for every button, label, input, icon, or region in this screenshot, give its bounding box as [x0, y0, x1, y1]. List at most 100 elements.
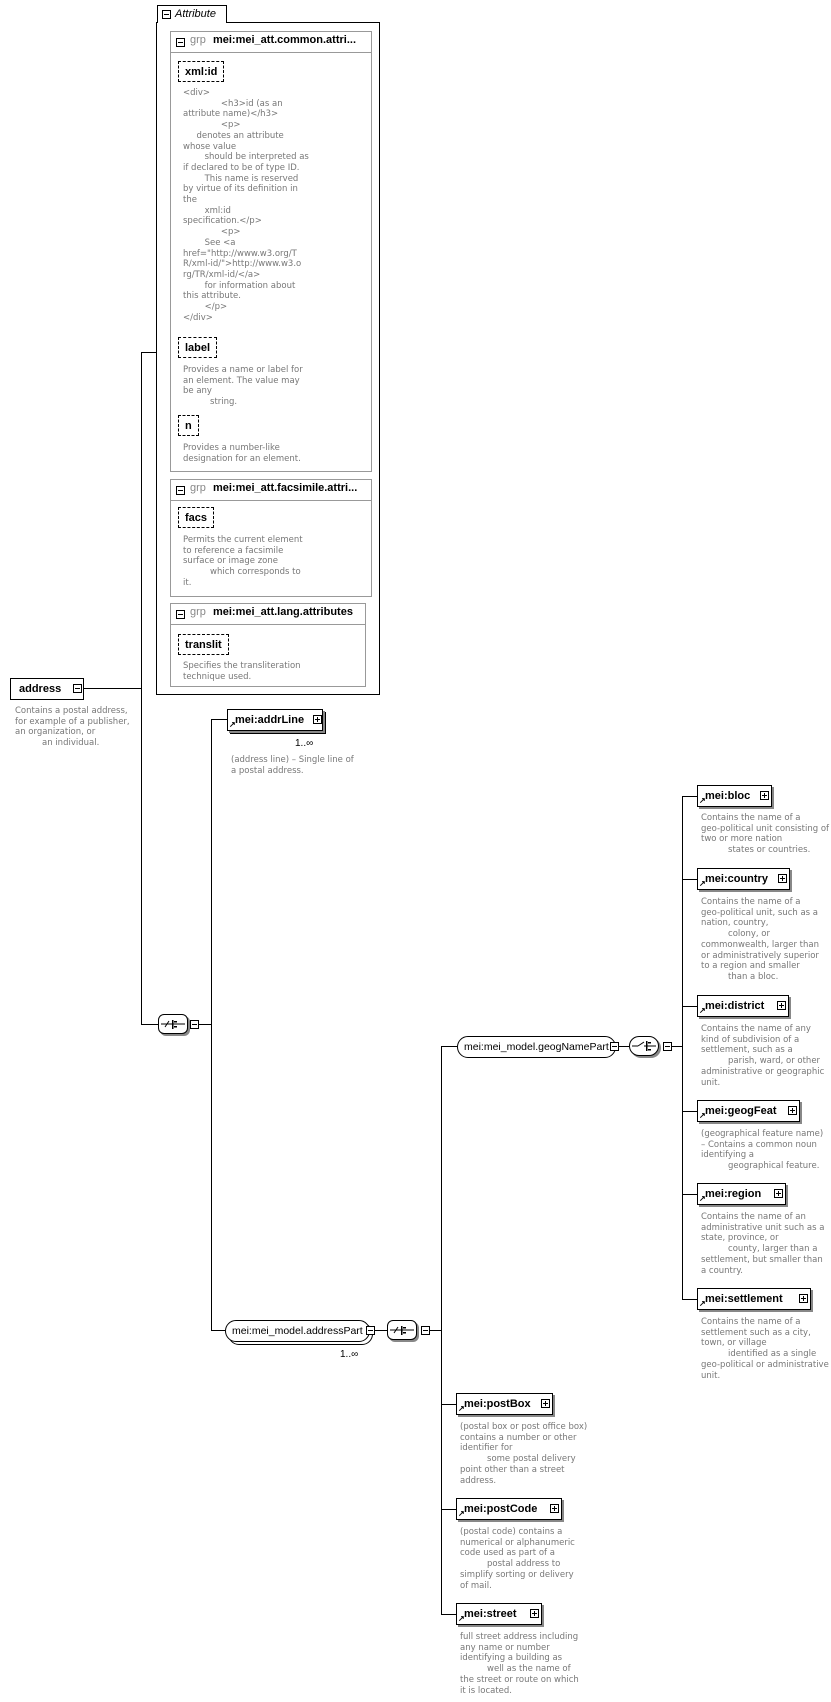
element-district[interactable]: ↗ mei:district — [697, 995, 789, 1017]
attribute-description: <div> <h3>id (as an attribute name)</h3>… — [183, 88, 309, 323]
connector-line — [141, 352, 142, 1025]
element-settlement[interactable]: ↗ mei:settlement — [697, 1288, 811, 1310]
collapse-icon[interactable] — [366, 1326, 375, 1335]
expand-icon[interactable] — [541, 1399, 550, 1408]
reference-icon: ↗ — [699, 1299, 706, 1308]
connector-line — [199, 1024, 211, 1025]
collapse-icon[interactable] — [176, 610, 185, 619]
collapse-icon[interactable] — [663, 1042, 672, 1051]
connector-line — [211, 1330, 225, 1331]
element-name: mei:addrLine — [235, 714, 305, 726]
group-keyword: grp — [190, 34, 206, 46]
reference-icon: ↗ — [458, 1404, 465, 1413]
connector-line — [682, 1299, 697, 1300]
element-description: (postal box or post office box) contains… — [460, 1422, 588, 1486]
element-description: Contains a postal address, for example o… — [15, 706, 130, 749]
expand-icon[interactable] — [788, 1106, 797, 1115]
element-name: mei:street — [464, 1608, 517, 1620]
attribute-xml-id[interactable]: xml:id — [178, 61, 225, 82]
element-postBox[interactable]: ↗ mei:postBox — [456, 1393, 553, 1415]
element-description: Contains the name of an administrative u… — [701, 1212, 825, 1276]
connector-line — [682, 796, 697, 797]
attribute-panel-tab[interactable]: Attribute — [157, 5, 227, 23]
attribute-description: Provides a number-like designation for a… — [183, 443, 301, 464]
connector-line — [682, 1194, 697, 1195]
attribute-translit[interactable]: translit — [178, 634, 229, 655]
connector-line — [211, 719, 227, 720]
choice-icon — [632, 1041, 656, 1051]
collapse-icon[interactable] — [176, 486, 185, 495]
sequence-compositor[interactable] — [387, 1320, 417, 1340]
connector-line — [682, 796, 683, 1300]
element-region[interactable]: ↗ mei:region — [697, 1183, 786, 1205]
reference-icon: ↗ — [458, 1614, 465, 1623]
connector-line — [682, 879, 697, 880]
connector-line — [619, 1046, 629, 1047]
group-header-divider — [170, 52, 372, 53]
element-name: address — [19, 683, 62, 695]
attribute-facs[interactable]: facs — [178, 507, 215, 528]
sequence-compositor[interactable] — [158, 1014, 188, 1034]
attribute-name: translit — [185, 639, 222, 651]
group-name: mei:mei_att.common.attri... — [212, 34, 357, 46]
expand-icon[interactable] — [799, 1294, 808, 1303]
attribute-group — [170, 31, 372, 472]
element-addrLine[interactable]: ↗ mei:addrLine — [227, 709, 323, 731]
element-description: (geographical feature name) – Contains a… — [701, 1129, 824, 1172]
attribute-label[interactable]: label — [178, 337, 218, 358]
element-description: Contains the name of any kind of subdivi… — [701, 1024, 825, 1088]
expand-icon[interactable] — [777, 1001, 786, 1010]
collapse-icon[interactable] — [610, 1042, 619, 1051]
reference-icon: ↗ — [458, 1509, 465, 1518]
element-name: mei:postBox — [464, 1398, 531, 1410]
expand-icon[interactable] — [550, 1504, 559, 1513]
collapse-icon[interactable] — [162, 10, 171, 19]
attribute-name: facs — [185, 512, 208, 524]
expand-icon[interactable] — [530, 1609, 539, 1618]
connector-line — [430, 1330, 441, 1331]
attribute-description: Provides a name or label for an element.… — [183, 365, 303, 408]
element-description: Contains the name of a settlement such a… — [701, 1317, 829, 1381]
model-group-geogNamePart[interactable]: mei:mei_model.geogNamePart — [457, 1036, 616, 1058]
sequence-icon — [161, 1020, 185, 1029]
collapse-icon[interactable] — [421, 1326, 430, 1335]
model-group-addressPart[interactable]: mei:mei_model.addressPart — [225, 1320, 370, 1342]
reference-icon: ↗ — [699, 1194, 706, 1203]
element-name: mei:postCode — [464, 1503, 538, 1515]
expand-icon[interactable] — [313, 715, 322, 724]
connector-line — [682, 1006, 697, 1007]
element-street[interactable]: ↗ mei:street — [456, 1603, 542, 1625]
collapse-icon[interactable] — [176, 38, 185, 47]
connector-line — [141, 352, 156, 353]
group-name: mei:mei_att.lang.attributes — [212, 606, 353, 618]
element-postCode[interactable]: ↗ mei:postCode — [456, 1498, 562, 1520]
attribute-name: label — [185, 342, 211, 354]
reference-icon: ↗ — [699, 1111, 706, 1120]
group-header-divider — [170, 624, 366, 625]
expand-icon[interactable] — [774, 1189, 783, 1198]
collapse-icon[interactable] — [73, 684, 82, 693]
occurrence-label: 1..∞ — [295, 738, 314, 749]
group-name: mei:mei_model.addressPart — [232, 1325, 363, 1337]
collapse-icon[interactable] — [190, 1020, 199, 1029]
root-element-address[interactable]: address — [10, 678, 84, 700]
connector-line — [375, 1330, 387, 1331]
group-name: mei:mei_model.geogNamePart — [464, 1041, 609, 1053]
element-description: Contains the name of a geo-political uni… — [701, 897, 819, 982]
element-country[interactable]: ↗ mei:country — [697, 868, 790, 890]
occurrence-label: 1..∞ — [340, 1349, 359, 1360]
expand-icon[interactable] — [760, 791, 769, 800]
attribute-n[interactable]: n — [178, 415, 199, 436]
element-description: (address line) – Single line of a postal… — [231, 755, 354, 776]
element-name: mei:bloc — [705, 790, 751, 802]
connector-line — [441, 1046, 457, 1047]
element-geogFeat[interactable]: ↗ mei:geogFeat — [697, 1100, 800, 1122]
sequence-icon — [390, 1326, 414, 1335]
choice-compositor[interactable] — [629, 1036, 659, 1056]
element-bloc[interactable]: ↗ mei:bloc — [697, 785, 772, 807]
connector-line — [441, 1614, 456, 1615]
element-name: mei:region — [705, 1188, 762, 1200]
reference-icon: ↗ — [699, 1006, 706, 1015]
expand-icon[interactable] — [778, 874, 787, 883]
attribute-description: Specifies the transliteration technique … — [183, 661, 301, 682]
